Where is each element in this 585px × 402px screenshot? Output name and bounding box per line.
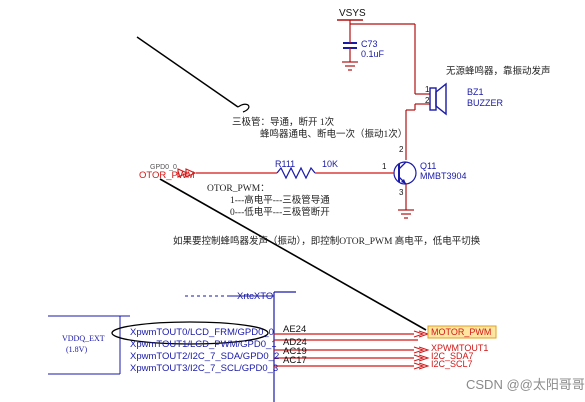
buzzer-pin1: 1 <box>425 85 430 94</box>
pwm-high: 1---高电平---三极管导通 <box>230 196 330 206</box>
watermark: CSDN @@太阳哥哥 <box>466 377 585 392</box>
chip-net-1: XPWMTOUT1 <box>431 343 489 353</box>
chip-pin-row-0 <box>274 333 418 341</box>
transistor-pin3: 3 <box>399 188 404 197</box>
chip-net-2: I2C_SDA7 <box>431 351 474 361</box>
buzzer-ref: BZ1 <box>467 87 484 97</box>
transistor-pin2: 2 <box>399 145 404 154</box>
ground-symbol-emitter <box>398 209 414 219</box>
chip-ball-0: AE24 <box>283 324 307 335</box>
net-flag-arrows-2 <box>185 168 197 178</box>
net-arrows-right <box>413 330 430 370</box>
signal-net: OTOR_PWM <box>139 170 195 181</box>
chip-net-0: MOTOR_PWM <box>431 327 492 337</box>
buzzer-pin2: 2 <box>425 96 430 105</box>
rail-voltage: (1.8V) <box>66 345 88 354</box>
resistor-value: 10K <box>322 159 339 169</box>
pwm-title: OTOR_PWM： <box>207 184 270 194</box>
chip-ball-1: AD24 <box>283 337 307 348</box>
annotation-curl <box>237 103 250 113</box>
control-note: 如果要控制蜂鸣器发声（振动），即控制OTOR_PWM 高电平，低电平切换 <box>173 237 481 247</box>
buzzer-note: 无源蜂鸣器，靠振动发声 <box>446 67 551 77</box>
transistor-note: 三极管：导通，断开 1次 <box>232 118 335 128</box>
chip-pin-name-1: XpwmTOUT1/LCD_PWM/GPD0_1 <box>130 339 277 350</box>
annotation-arrow-long <box>136 36 239 108</box>
chip-net-3: I2C_SCL7 <box>431 359 473 369</box>
chip-ball-3: AC17 <box>283 355 307 366</box>
chip-ball-2: AC19 <box>283 346 307 357</box>
vsys-label: VSYS <box>339 8 366 19</box>
motor-pwm-highlight <box>427 325 497 339</box>
signal-net-small: GPD0_0 <box>150 164 177 171</box>
ground-symbol-cap <box>342 61 358 71</box>
gpd0-circle <box>111 321 269 345</box>
rail-label: VDDQ_EXT <box>62 334 105 343</box>
xtal-pin-label: XrtcXTO <box>237 291 274 302</box>
transistor-ref: Q11 <box>420 161 437 171</box>
buzzer-part: BUZZER <box>467 98 503 108</box>
chip-pin-name-2: XpwmTOUT2/I2C_7_SDA/GPD0_2 <box>130 351 280 362</box>
net-flag-arrows <box>177 168 189 178</box>
transistor-q11 <box>393 161 417 185</box>
buzzer-bz1 <box>415 82 447 116</box>
resistor-r111 <box>276 166 316 180</box>
annotation-arrow-pwm <box>159 178 427 331</box>
capacitor-c73 <box>343 36 357 62</box>
buzzer-cycle-note: 蜂鸣器通电、断电一次（振动1次） <box>260 130 408 140</box>
transistor-part: MMBT3904 <box>420 171 467 181</box>
chip-pin-name-3: XpwmTOUT3/I2C_7_SCL/GPD0_3 <box>130 363 279 374</box>
capacitor-value: 0.1uF <box>361 49 385 59</box>
pwm-low: 0---低电平---三极管断开 <box>230 208 330 218</box>
capacitor-ref: C73 <box>361 39 378 49</box>
chip-pin-name-0: XpwmTOUT0/LCD_FRM/GPD0_0 <box>130 327 274 338</box>
transistor-pin1: 1 <box>382 162 387 171</box>
resistor-ref: R111 <box>275 159 296 169</box>
